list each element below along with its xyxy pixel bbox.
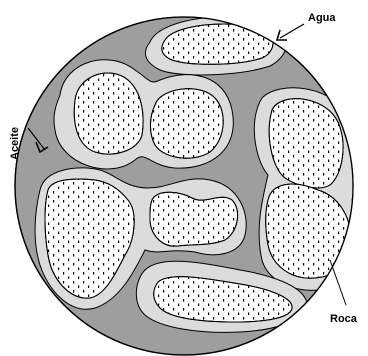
- oil-label: Aceite: [9, 127, 21, 160]
- rock-grain-upper-middle: [150, 89, 223, 159]
- rock-grain-upper-left: [74, 73, 143, 154]
- water-label: Agua: [308, 12, 336, 24]
- water-pointer-line: [280, 24, 304, 38]
- rock-grain-top: [162, 24, 273, 64]
- rock-pointer-line: [330, 260, 346, 305]
- rock-grain-lower-middle: [150, 192, 238, 246]
- rock-label: Roca: [330, 313, 358, 325]
- water-pointer: [277, 24, 304, 40]
